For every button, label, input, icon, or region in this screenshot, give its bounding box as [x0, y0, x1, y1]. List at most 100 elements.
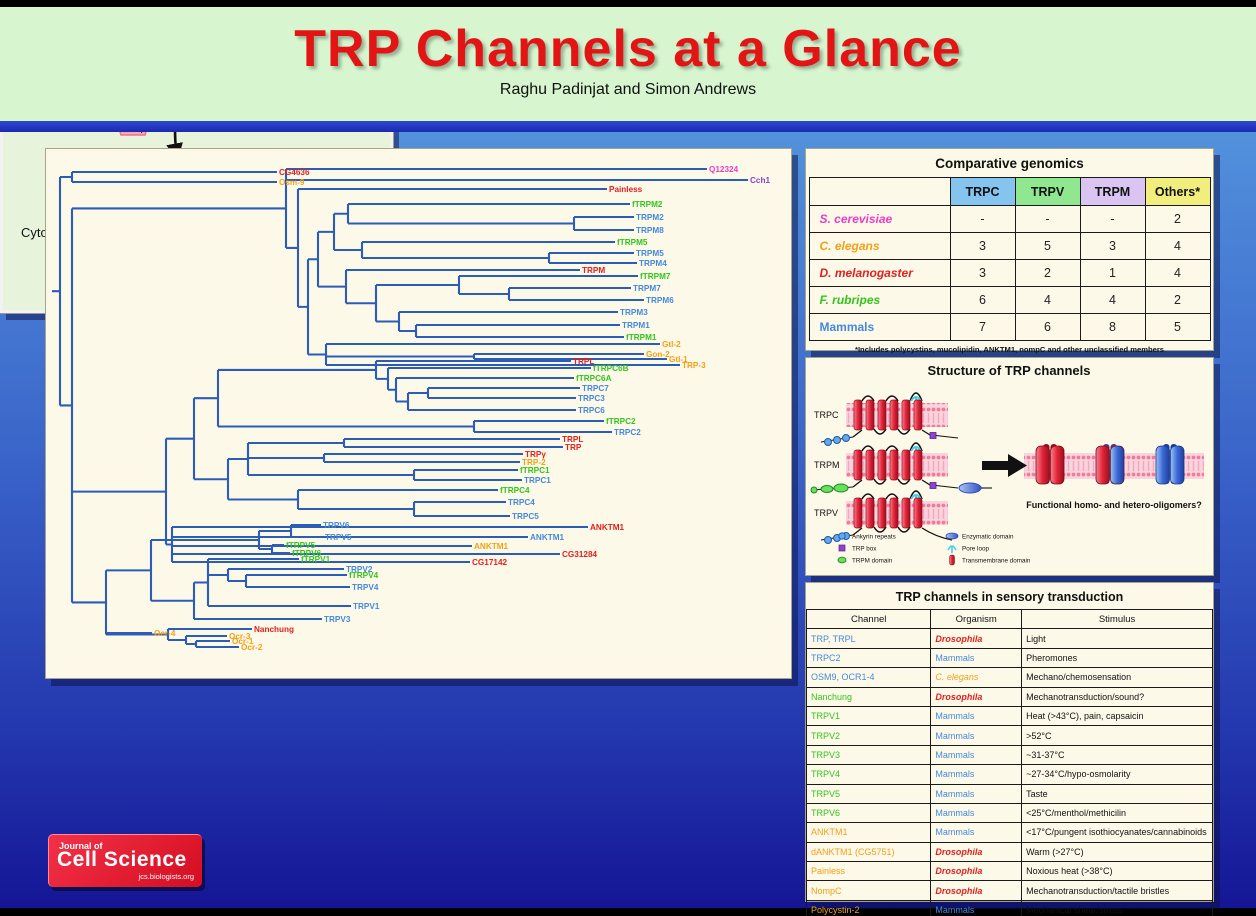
top-black-bar — [0, 0, 1256, 7]
transmembrane-segment — [889, 399, 899, 431]
transmembrane-segment — [877, 497, 887, 529]
tree-leaf-label: fTRPV4 — [349, 571, 379, 580]
genomics-value-cell: 7 — [949, 313, 1016, 341]
tree-leaf-label: Ocr-1 — [232, 637, 254, 646]
tree-leaf-label: TRPC7 — [582, 384, 609, 393]
trpm-domain-icon — [810, 486, 818, 494]
transmembrane-segment — [901, 399, 911, 431]
genomics-value-cell: 5 — [1014, 232, 1081, 260]
logo-line1: Journal of — [59, 841, 103, 851]
trpbox-legend-icon — [838, 544, 846, 552]
logo-line2: Cell Science — [57, 848, 187, 871]
sensory-transduction-panel: TRP channels in sensory transduction Cha… — [805, 582, 1214, 916]
organism-cell: Mammals — [930, 764, 1023, 785]
sensory-column-header: Channel — [805, 608, 932, 630]
structure-channel-trpc: TRPC — [814, 392, 959, 446]
tree-leaf-label: TRPM1 — [622, 321, 650, 330]
tree-leaf-label: TRP-3 — [682, 361, 706, 370]
channel-cell: TRPV3 — [805, 744, 932, 766]
structure-title: Structure of TRP channels — [927, 363, 1090, 378]
stimulus-cell: Mechanotransduction/tactile bristles — [1021, 880, 1213, 901]
channel-cell: TRP, TRPL — [805, 628, 932, 649]
tree-leaf-label: fTRPM1 — [626, 333, 657, 342]
legend-label: TRPM domain — [852, 558, 893, 565]
tree-leaf-label: Painless — [609, 185, 643, 194]
genomics-value-cell: 5 — [1144, 313, 1211, 341]
tree-leaf-label: TRPC6 — [578, 406, 605, 415]
genomics-column-header: TRPC — [949, 177, 1016, 206]
stimulus-cell: Taste — [1021, 783, 1213, 804]
tree-leaf-label: ANKTM1 — [474, 542, 509, 551]
channel-cell: Nanchung — [805, 686, 932, 707]
tree-leaf-label: Ocr-3 — [229, 632, 251, 641]
genomics-species-cell: D. melanogaster — [808, 259, 951, 287]
stimulus-cell: Warm (>27°C) — [1021, 841, 1213, 863]
genomics-species-cell: S. cerevisiae — [808, 205, 951, 233]
tree-leaf-label: fTRPV1 — [301, 555, 331, 564]
transmembrane-segment — [853, 497, 863, 529]
tree-leaf-label: Nanchung — [254, 625, 294, 634]
organism-cell: Mammals — [930, 899, 1023, 916]
tree-leaf-label: TRPV1 — [353, 602, 380, 611]
transmembrane-segment — [889, 449, 899, 481]
tree-leaf-label: TRPL — [562, 435, 583, 444]
tree-leaf-label: TRPC3 — [578, 394, 605, 403]
tree-leaf-label: fTRPV6 — [292, 549, 322, 558]
tree-branches — [52, 167, 748, 649]
transmembrane-segment — [901, 449, 911, 481]
stimulus-cell: ~31-37°C — [1021, 744, 1213, 766]
trpm-domain-icon — [820, 485, 834, 493]
oligomer-channel — [1035, 444, 1065, 485]
oligomer-channel — [1095, 444, 1125, 485]
tree-leaf-label: TRPM6 — [646, 296, 674, 305]
transmembrane-segment — [865, 399, 875, 431]
ankyrin-repeat-icon — [824, 438, 832, 446]
legend-item: Ankyrin repeats — [838, 532, 896, 541]
trp-box-icon — [929, 432, 937, 439]
channel-cell: TRPV6 — [805, 802, 932, 824]
stimulus-cell: ~27-34°C/hypo-osmolarity — [1021, 764, 1213, 785]
tree-leaf-label: ANKTM1 — [590, 523, 625, 532]
tree-leaf-label: Ocr-4 — [154, 629, 176, 638]
stimulus-cell: Mechano/chemosensation — [1021, 667, 1213, 688]
tree-leaf-label: TRPC5 — [512, 512, 539, 521]
transmembrane-segment — [901, 497, 911, 529]
stimulus-cell: Mechanical shear/stress — [1021, 899, 1213, 916]
stimulus-cell: Mechanotransduction/sound? — [1021, 686, 1213, 707]
tree-leaf-label: Ocr-2 — [241, 643, 263, 652]
stimulus-cell: Light — [1021, 628, 1213, 649]
genomics-value-cell: 2 — [1144, 286, 1211, 314]
organism-cell: Mammals — [930, 705, 1023, 727]
organism-cell: Mammals — [930, 802, 1023, 824]
ankyrin-legend-icon — [838, 532, 846, 540]
tree-leaf-label: fTRPV5 — [286, 541, 316, 550]
tree-leaf-label: fTRPC2 — [606, 417, 636, 426]
legend-label: TRP box — [852, 546, 877, 553]
legend-label: Ankyrin repeats — [852, 534, 896, 541]
transmembrane-segment — [865, 449, 875, 481]
sensory-title: TRP channels in sensory transduction — [895, 590, 1124, 604]
genomics-column-header: Others* — [1144, 177, 1211, 206]
structure-row-label: TRPV — [814, 508, 838, 518]
transmembrane-segment — [865, 497, 875, 529]
legend-item: TRPM domain — [837, 556, 893, 565]
transmembrane-segment — [853, 449, 863, 481]
stimulus-cell: <17°C/pungent isothiocyanates/cannabinoi… — [1021, 822, 1213, 843]
legend-label: Enzymatic domain — [962, 534, 1014, 541]
genomics-species-cell: C. elegans — [808, 232, 951, 260]
tree-leaf-label: CG31284 — [562, 550, 597, 559]
channel-cell: dANKTM1 (CG5751) — [805, 841, 932, 863]
enzymatic-domain-icon — [958, 482, 982, 494]
